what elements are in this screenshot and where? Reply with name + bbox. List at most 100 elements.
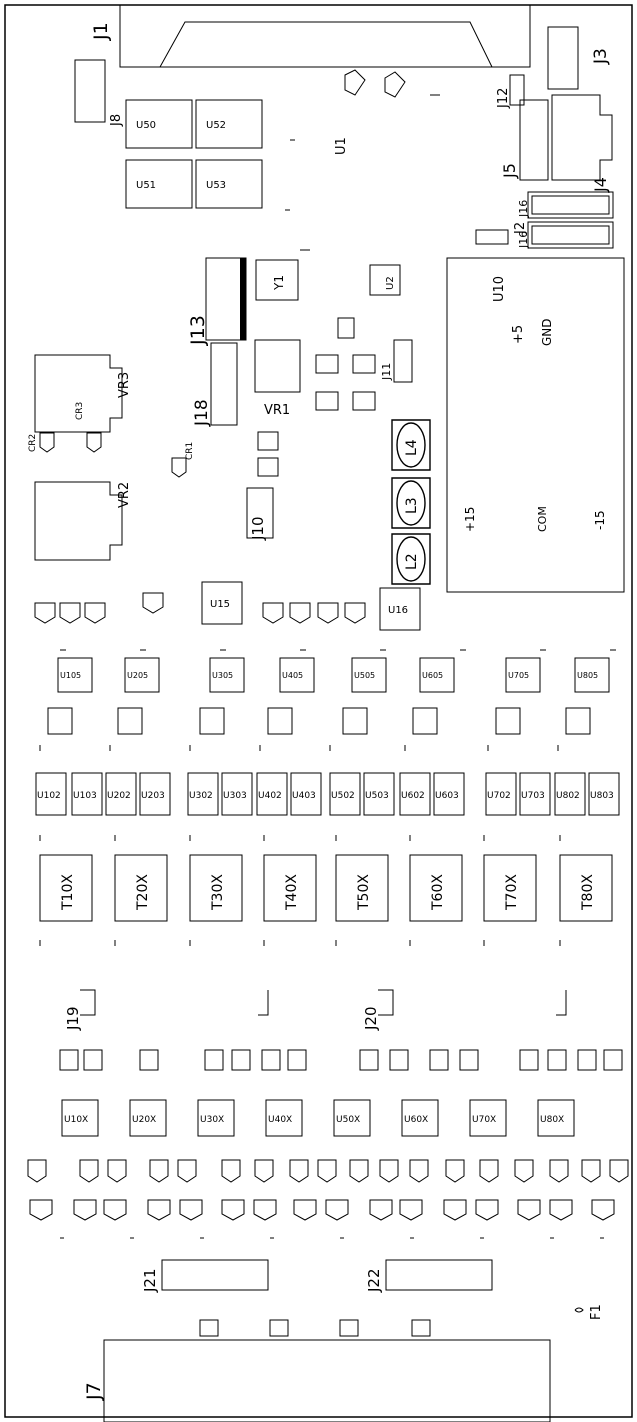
cr1-label: CR1: [185, 442, 195, 460]
minus15-label: -15: [593, 510, 607, 530]
u602-label: U602: [401, 791, 425, 801]
t50x-label: T50X: [356, 874, 372, 911]
connector-j1: J1: [90, 4, 531, 68]
j21-label: J21: [141, 1268, 159, 1293]
u803-label: U803: [590, 791, 614, 801]
j12-label: J12: [496, 88, 511, 109]
u703-label: U703: [521, 791, 545, 801]
u605-label: U605: [422, 671, 443, 680]
inductor-l2: L2: [391, 533, 431, 585]
u103-label: U103: [73, 791, 97, 801]
connector-j11: J11: [380, 339, 413, 383]
ic-u16: U16: [379, 587, 421, 631]
j18-label: J18: [192, 399, 212, 427]
j8-label: J8: [109, 114, 124, 127]
channel-upper-ic-row: U102 U103 U202 U203 U302 U303 U402 U403 …: [35, 772, 620, 816]
connector-j12: J12: [496, 74, 525, 109]
u802-label: U802: [556, 791, 580, 801]
u403-label: U403: [292, 791, 316, 801]
connector-j10: J10: [246, 487, 274, 541]
u2-label: U2: [385, 276, 396, 290]
u205-label: U205: [127, 671, 148, 680]
u305-label: U305: [212, 671, 233, 680]
connector-j18: J18: [192, 342, 238, 427]
diode-cr3: CR3: [75, 402, 102, 453]
soic-row: [47, 707, 591, 735]
u203-label: U203: [141, 791, 165, 801]
connector-j8: J8: [74, 59, 124, 127]
u53-label: U53: [206, 180, 226, 191]
connector-j3: J3: [547, 26, 611, 90]
ic-u505: U505: [351, 657, 387, 693]
u603-label: U603: [435, 791, 459, 801]
t70x-label: T70X: [504, 874, 520, 911]
u70x-label: U70X: [472, 1115, 496, 1125]
transistor-row-right: [262, 602, 366, 624]
ic-u605: U605: [419, 657, 455, 693]
u505-label: U505: [354, 671, 375, 680]
t80x-label: T80X: [580, 874, 596, 911]
t40x-label: T40X: [284, 874, 300, 911]
ic-u30x: U30X: [197, 1099, 235, 1137]
j19-label: J19: [64, 1006, 82, 1031]
j5-label: J5: [500, 163, 519, 179]
u50-label: U50: [136, 120, 156, 131]
j22-label: J22: [365, 1268, 383, 1293]
ic-u405: U405: [279, 657, 315, 693]
resistor-network-row: [199, 1319, 431, 1337]
transformer-t20x: T20X: [114, 854, 168, 922]
u202-label: U202: [107, 791, 131, 801]
connector-j20: J20: [362, 989, 567, 1031]
fuse-f1: F1: [574, 1304, 604, 1320]
l3-label: L3: [404, 497, 420, 514]
t60x-label: T60X: [430, 874, 446, 911]
j10-label: J10: [249, 516, 267, 541]
plus15-label: +15: [463, 507, 477, 532]
u60x-label: U60X: [404, 1115, 428, 1125]
j1-label: J1: [90, 22, 112, 41]
u303-label: U303: [223, 791, 247, 801]
f1-label: F1: [589, 1304, 604, 1320]
regulator-vr3: VR3: [34, 354, 132, 433]
transformer-t30x: T30X: [189, 854, 243, 922]
j16b-label: J16: [517, 231, 530, 249]
com-label: COM: [536, 506, 549, 532]
transformer-t10x: T10X: [39, 854, 93, 922]
j13-label: J13: [187, 315, 209, 346]
regulator-vr2: VR2: [34, 481, 132, 561]
u702-label: U702: [487, 791, 511, 801]
ic-u50: U50: [125, 99, 193, 149]
transistor-row-lower-b: [29, 1199, 615, 1221]
ic-u305: U305: [209, 657, 245, 693]
u405-label: U405: [282, 671, 303, 680]
u705-label: U705: [508, 671, 529, 680]
ic-u10x: U10X: [61, 1099, 99, 1137]
u16-label: U16: [388, 605, 408, 616]
connector-j21: J21: [141, 1259, 269, 1293]
t20x-label: T20X: [135, 874, 151, 911]
plus5-label: +5: [511, 325, 526, 344]
power-module-u10: U10 +5 GND +15 COM -15: [446, 257, 625, 593]
board-outline: [4, 4, 633, 1418]
small-component-row-a: [59, 1049, 623, 1071]
connector-j2: J2: [475, 222, 528, 245]
smt-pad-cluster: [257, 317, 376, 477]
u102-label: U102: [37, 791, 61, 801]
vr1-label: VR1: [264, 403, 290, 418]
connector-j7: J7: [83, 1339, 551, 1422]
ic-u50x: U50X: [333, 1099, 371, 1137]
l2-label: L2: [404, 553, 420, 570]
u15-label: U15: [210, 599, 230, 610]
u50x-label: U50X: [336, 1115, 360, 1125]
u402-label: U402: [258, 791, 282, 801]
ic-u705: U705: [505, 657, 541, 693]
ic-u805: U805: [574, 657, 610, 693]
u1-label: U1: [334, 137, 349, 155]
ic-u1: U1: [285, 69, 440, 251]
ic-u53: U53: [195, 159, 263, 209]
y1-label: Y1: [272, 275, 286, 291]
l4-label: L4: [404, 439, 420, 456]
diode-cr2: CR2: [28, 432, 55, 453]
u51-label: U51: [136, 180, 156, 191]
